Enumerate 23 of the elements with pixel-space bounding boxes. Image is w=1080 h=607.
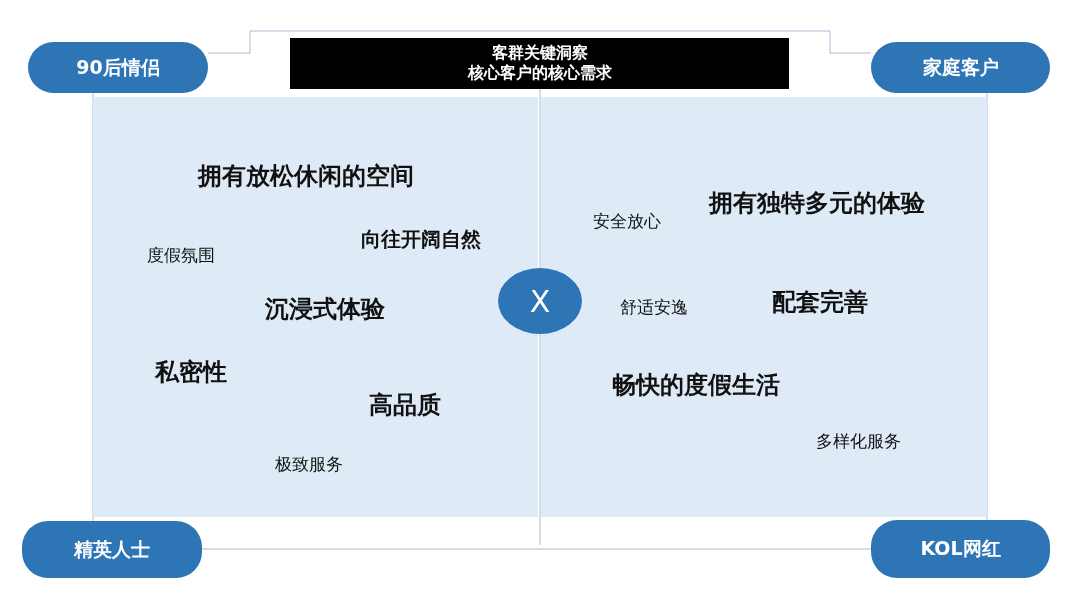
- segment-pill: 家庭客户: [871, 42, 1050, 93]
- key-need-text: 向往开阔自然: [361, 226, 481, 253]
- need-text: 舒适安逸: [620, 296, 688, 319]
- key-need-text: 配套完善: [772, 287, 868, 318]
- segment-pill: KOL网红: [871, 520, 1050, 578]
- key-need-text: 私密性: [155, 357, 227, 388]
- connector-line: [207, 30, 872, 54]
- connector-line: [201, 548, 872, 550]
- need-text: 度假氛围: [147, 244, 215, 267]
- key-need-text: 畅快的度假生活: [612, 370, 780, 401]
- key-need-text: 拥有独特多元的体验: [709, 188, 925, 219]
- key-need-text: 高品质: [369, 390, 441, 421]
- title-text: 客群关键洞察: [490, 43, 589, 63]
- segment-pill: 精英人士: [22, 521, 202, 578]
- segment-pill: 90后情侣: [28, 42, 208, 93]
- connector-line: [986, 92, 988, 521]
- need-text: 安全放心: [593, 210, 661, 233]
- need-text: 极致服务: [275, 453, 343, 476]
- need-text: 多样化服务: [816, 430, 901, 453]
- connector-line: [92, 92, 94, 522]
- key-need-text: 拥有放松休闲的空间: [198, 161, 414, 192]
- key-need-text: 沉浸式体验: [265, 294, 385, 325]
- subtitle-text: 核心客户的核心需求: [466, 63, 613, 83]
